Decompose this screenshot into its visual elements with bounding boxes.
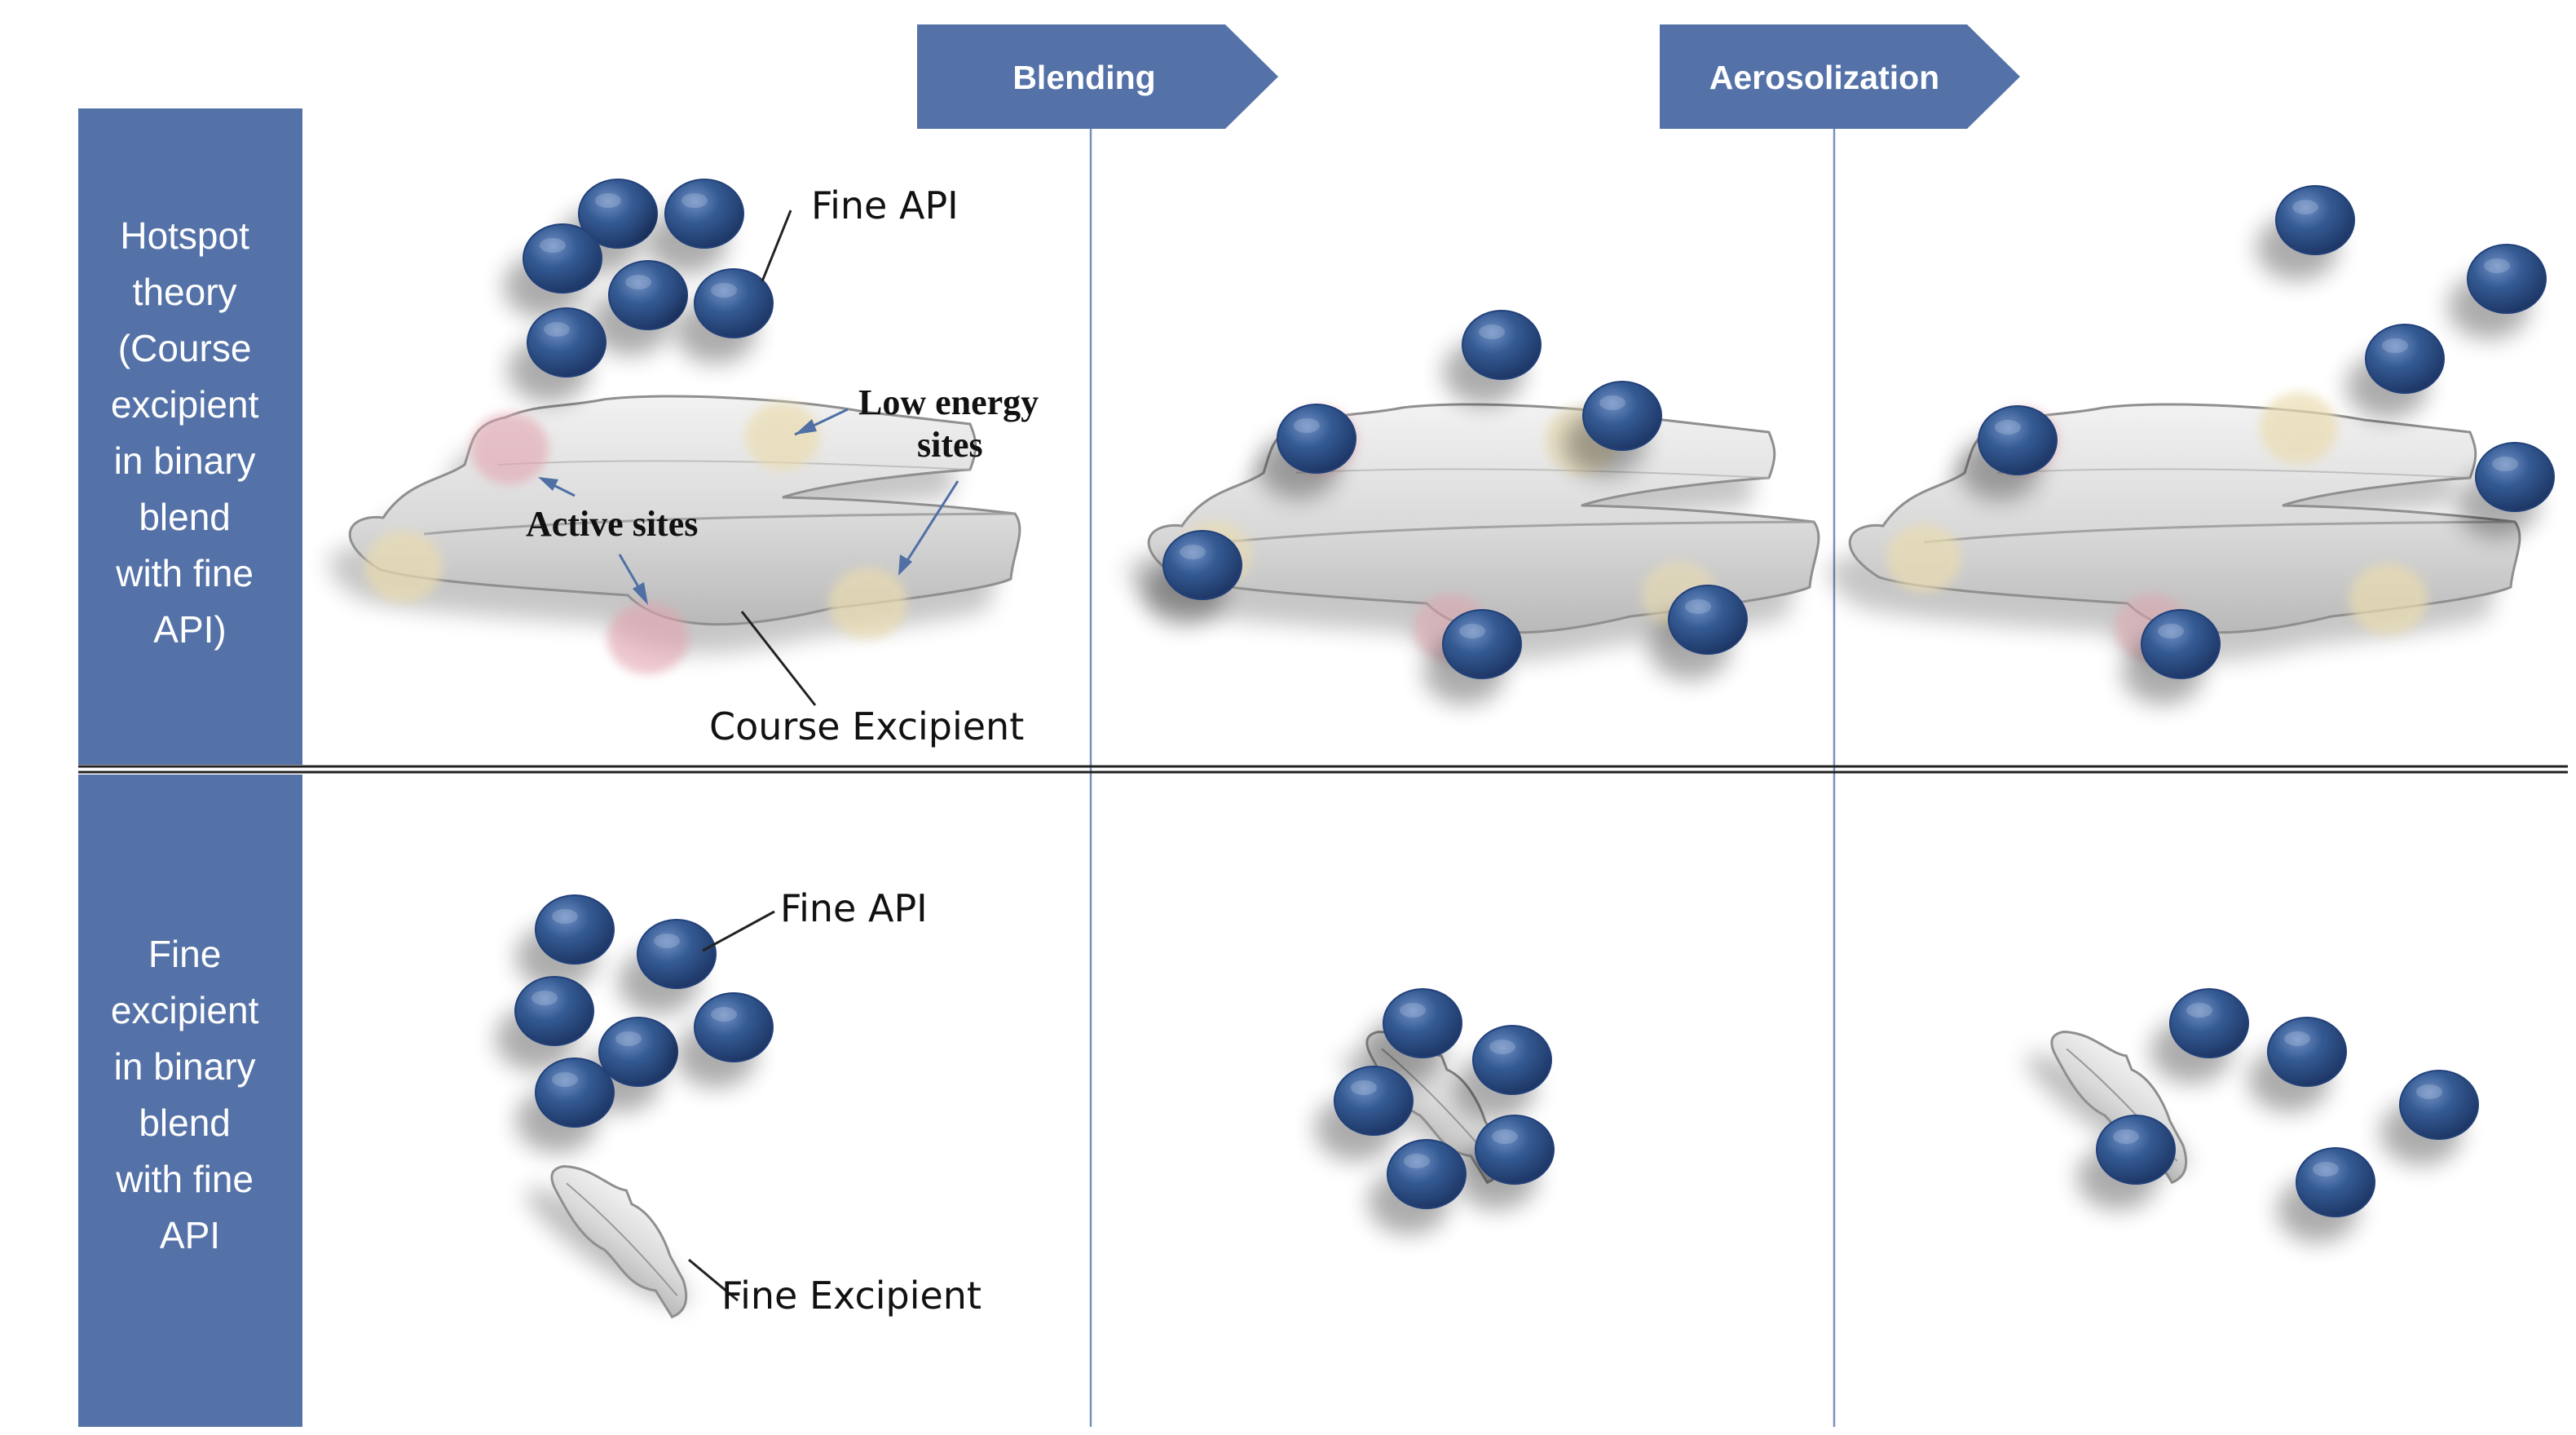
- callout-fine-api-bottom: Fine API: [780, 886, 928, 930]
- stage-arrow-aerosolization: Aerosolization: [1660, 24, 2020, 129]
- callout-fine-api-top: Fine API: [811, 183, 959, 227]
- active-site: [607, 603, 689, 674]
- callout-active-sites: Active sites: [526, 504, 698, 544]
- low-energy-site: [364, 531, 443, 603]
- fine-api-aerosolized-row2: [2077, 989, 2478, 1243]
- stage-label-blending: Blending: [1012, 59, 1155, 96]
- leader-fine-api-top: [761, 210, 792, 282]
- active-site: [470, 413, 549, 484]
- fine-api-cluster-initial: [504, 179, 773, 403]
- row-label-fine: Fine excipient in binary blend with fine…: [111, 933, 269, 1256]
- arrow-low-energy-2: [899, 480, 959, 572]
- callout-course-excipient: Course Excipient: [709, 704, 1024, 748]
- leader-fine-api-bottom: [702, 910, 775, 952]
- stage-arrow-blending: Blending: [917, 24, 1278, 129]
- callout-low-energy-line1: Low energy: [858, 382, 1039, 422]
- row-label-hotspot: Hotspot theory (Course excipient in bina…: [111, 214, 269, 651]
- callout-low-energy-line2: sites: [917, 425, 983, 465]
- row-panel-hotspot: Hotspot theory (Course excipient in bina…: [78, 108, 302, 765]
- coarse-excipient-initial: [329, 396, 1020, 674]
- fine-excipient-initial: [514, 1150, 720, 1320]
- stage-label-aerosolization: Aerosolization: [1709, 59, 1939, 96]
- leader-fine-excipient: [688, 1258, 739, 1302]
- leader-course-excipient: [740, 611, 817, 706]
- low-energy-site: [829, 567, 907, 639]
- callout-fine-excipient: Fine Excipient: [721, 1274, 981, 1318]
- row-panel-fine: Fine excipient in binary blend with fine…: [78, 775, 302, 1427]
- low-energy-site: [745, 402, 820, 470]
